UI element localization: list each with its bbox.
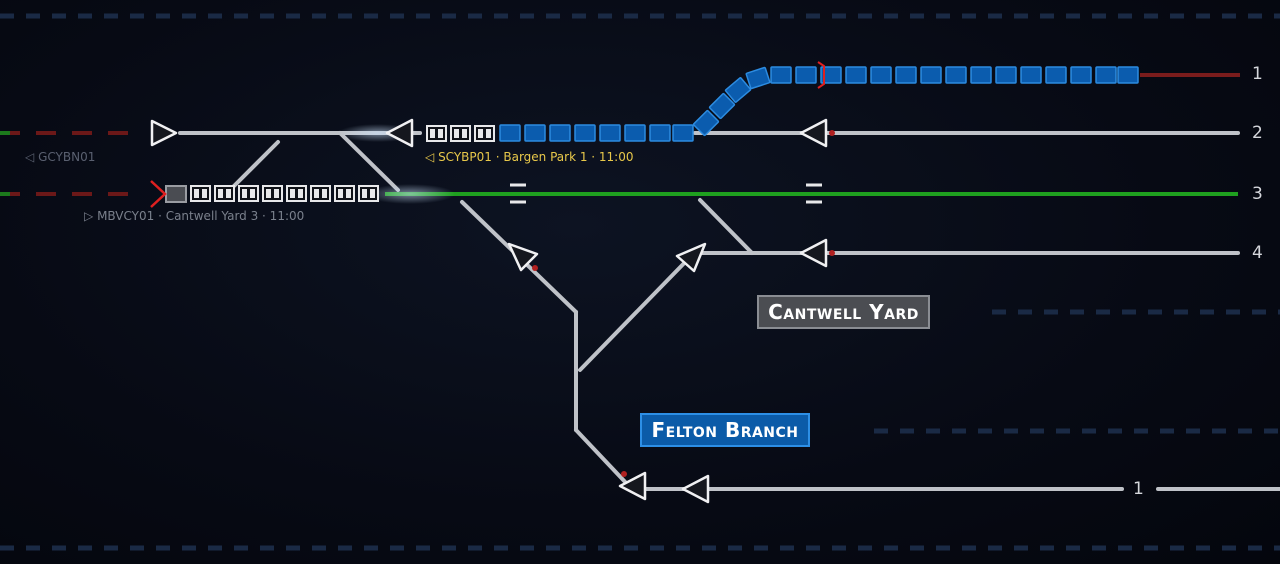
buffer-stop-icon — [817, 61, 825, 89]
track-number-2: 2 — [1252, 123, 1263, 143]
train-tag-mbvcy01[interactable]: ▷ MBVCY01 · Cantwell Yard 3 · 11:00 — [84, 209, 304, 223]
signal-triangle-icon[interactable] — [675, 242, 707, 273]
train-scybp01-body[interactable] — [499, 66, 1139, 142]
train-tag-text: MBVCY01 · Cantwell Yard 3 · 11:00 — [97, 209, 305, 223]
train-tag-text: GCYBN01 — [38, 150, 96, 164]
track-number-branch-1: 1 — [1133, 479, 1144, 499]
glow-3 — [365, 184, 455, 204]
signal-triangle-icon[interactable] — [618, 471, 647, 501]
train-scybp01-head[interactable] — [426, 125, 495, 142]
train-tag-scybp01[interactable]: ◁ SCYBP01 · Bargen Park 1 · 11:00 — [425, 150, 634, 164]
train-tag-gcybn01[interactable]: ◁ GCYBN01 — [25, 150, 95, 164]
signal-tints — [532, 130, 835, 477]
signal-triangle-icon[interactable] — [385, 118, 414, 148]
train-mbvcy01[interactable] — [165, 185, 379, 203]
track-number-4: 4 — [1252, 243, 1263, 263]
signal-triangle-icon[interactable] — [150, 119, 178, 147]
signal-triangle-icon[interactable] — [799, 118, 828, 148]
train-tag-arrow: ◁ — [425, 150, 435, 164]
signal-danger-icon[interactable] — [150, 180, 167, 208]
crossing-ticks — [510, 183, 822, 204]
train-tag-arrow: ◁ — [25, 150, 35, 164]
felton-branch-label[interactable]: Felton Branch — [640, 413, 810, 447]
track-number-1: 1 — [1252, 64, 1263, 84]
signal-triangle-icon[interactable] — [681, 474, 710, 504]
cantwell-yard-label[interactable]: Cantwell Yard — [757, 295, 930, 329]
train-tag-text: SCYBP01 · Bargen Park 1 · 11:00 — [438, 150, 634, 164]
train-tag-arrow: ▷ — [84, 209, 94, 223]
boundary-dashes — [0, 13, 1280, 551]
signal-triangle-icon[interactable] — [799, 238, 828, 268]
track-number-3: 3 — [1252, 184, 1263, 204]
signal-triangle-icon[interactable] — [507, 242, 539, 272]
